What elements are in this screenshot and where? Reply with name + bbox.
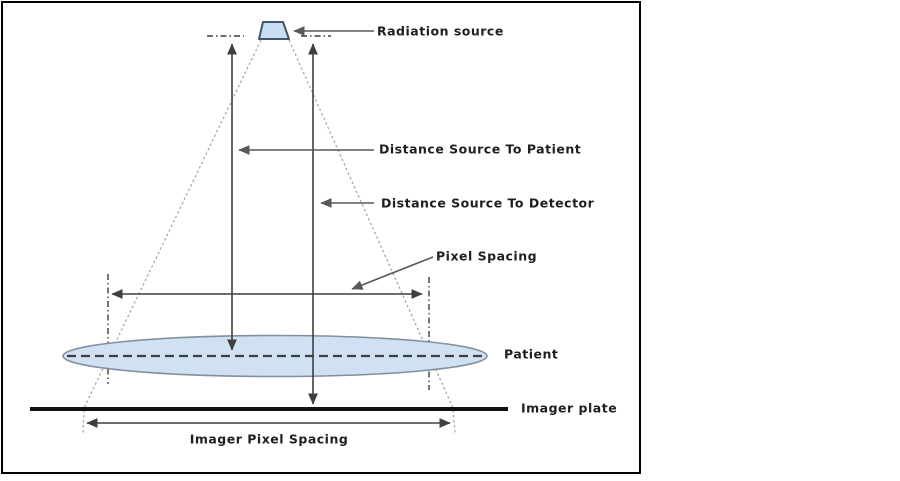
imager-pixel-spacing-label: Imager Pixel Spacing xyxy=(189,431,349,447)
patient-label: Patient xyxy=(504,346,559,362)
distance-source-to-detector-label: Distance Source To Detector xyxy=(381,195,595,211)
radiation-source-label: Radiation source xyxy=(377,23,504,39)
distance-source-to-patient-label: Distance Source To Patient xyxy=(379,141,582,157)
imager-plate-label: Imager plate xyxy=(521,400,618,416)
pixel-spacing-label: Pixel Spacing xyxy=(436,248,538,264)
